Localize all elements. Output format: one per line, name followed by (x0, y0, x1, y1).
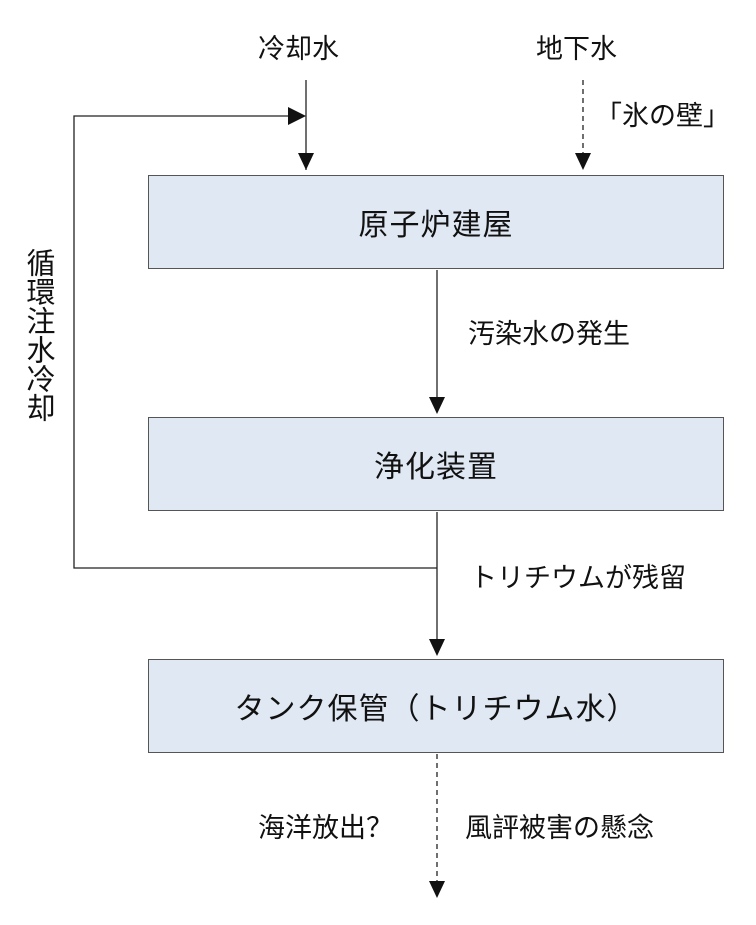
groundwater-arrowhead (575, 153, 591, 170)
reactor-to-purification-arrowhead (429, 397, 445, 414)
ice-wall-label: 「氷の壁」 (595, 101, 730, 132)
reactor-building-box: 原子炉建屋 (148, 175, 724, 269)
recirculation-loop-line (73, 115, 437, 569)
purification-to-tank-arrowhead (429, 639, 445, 656)
recirculation-cooling-label: 循環注水冷却 (22, 248, 56, 422)
tank-to-ocean-arrowhead (429, 881, 445, 898)
purification-device-box: 浄化装置 (148, 417, 724, 511)
recirculation-loop-arrowhead (288, 107, 306, 125)
tritium-remains-label: トリチウムが残留 (470, 563, 686, 594)
cooling-water-label: 冷却水 (258, 34, 339, 65)
tank-storage-box: タンク保管（トリチウム水） (148, 659, 724, 753)
cooling-water-arrowhead (298, 153, 314, 170)
ocean-release-label: 海洋放出？ (258, 813, 393, 844)
reputation-damage-label: 風評被害の懸念 (465, 813, 654, 844)
contaminated-water-label: 汚染水の発生 (468, 319, 630, 350)
groundwater-label: 地下水 (536, 34, 617, 65)
tank-storage-label: タンク保管（トリチウム水） (234, 692, 638, 727)
reactor-building-label: 原子炉建屋 (358, 208, 514, 243)
purification-device-label: 浄化装置 (374, 450, 498, 485)
